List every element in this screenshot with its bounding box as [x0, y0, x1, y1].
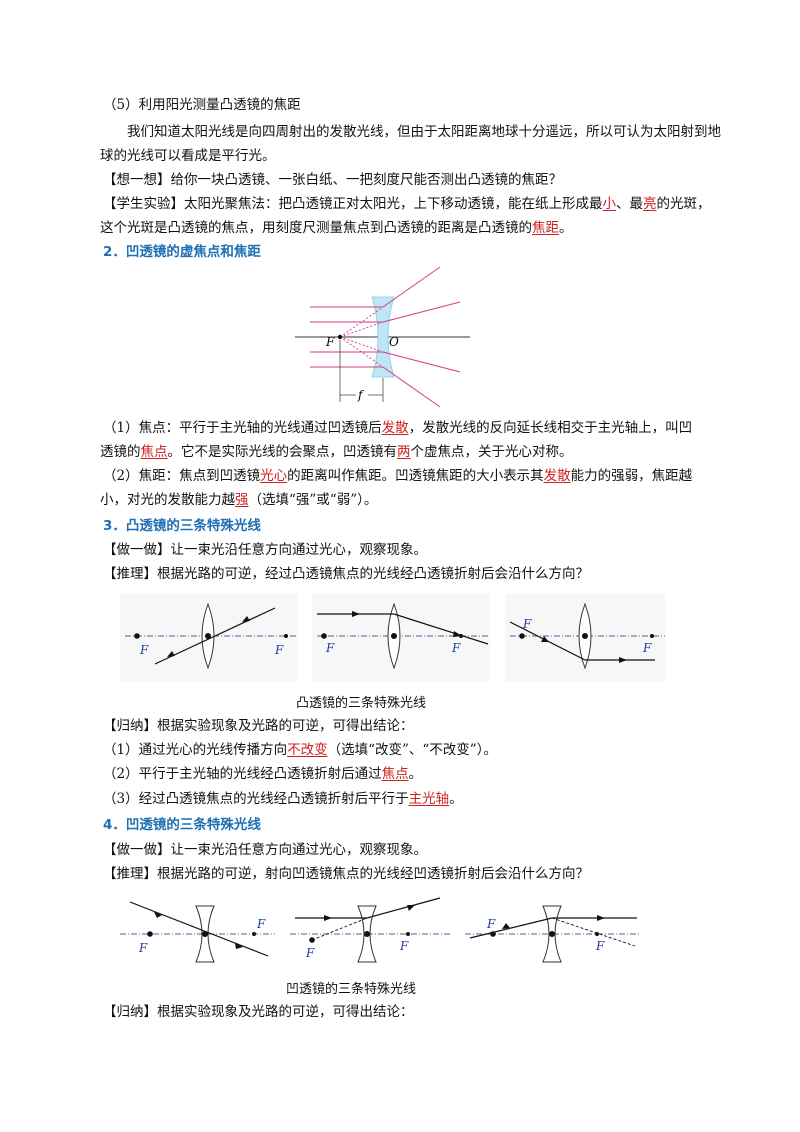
- answer-two: 两: [397, 444, 411, 460]
- fig2-label-F-3: F: [325, 641, 335, 655]
- concave-do-it: 【做一做】让一束光沿任意方向通过光心，观察现象。: [103, 842, 427, 858]
- heading-4: 4．凹透镜的三条特殊光线: [103, 817, 261, 833]
- heading-3: 3．凸透镜的三条特殊光线: [103, 518, 261, 534]
- student-experiment-cont: 这个光斑是凸透镜的焦点，用刻度尺测量焦点到凸透镜的距离是凸透镜的焦距。: [100, 220, 573, 236]
- fig2-label-F-5: F: [522, 617, 532, 631]
- concave-summary: 【归纳】根据实验现象及光路的可逆，可得出结论：: [103, 1004, 414, 1020]
- fig2-label-F-1: F: [139, 643, 149, 657]
- convex-figure-caption: 凸透镜的三条特殊光线: [296, 696, 427, 711]
- fig1-label-O: O: [389, 335, 399, 349]
- fig1-label-f: f: [357, 388, 365, 402]
- fig1-label-F: F: [325, 335, 335, 349]
- concave-lens-focus-diagram: F O f: [295, 266, 470, 408]
- paragraph-sunlight: 我们知道太阳光线是向四周射出的发散光线，但由于太阳距离地球十分遥远，所以可认为太…: [127, 124, 721, 140]
- fig3-label-F-3: F: [305, 946, 315, 960]
- answer-strong: 强: [235, 492, 249, 508]
- answer-focal-length: 焦距: [532, 220, 559, 236]
- heading-2: 2．凹透镜的虚焦点和焦距: [103, 244, 261, 260]
- answer-small: 小: [602, 196, 617, 212]
- concave-figure-caption: 凹透镜的三条特殊光线: [286, 982, 417, 997]
- convex-panel-1: F F: [120, 594, 298, 682]
- fig3-label-F-6: F: [595, 939, 605, 953]
- concave-focus-paragraph: （1）焦点：平行于主光轴的光线通过凹透镜后发散，发散光线的反向延长线相交于主光轴…: [103, 420, 693, 436]
- convex-lens-rays-diagram: F F F F F F: [120, 594, 665, 682]
- concave-panel-2: F F: [290, 897, 450, 963]
- concave-reasoning: 【推理】根据光路的可逆，射向凹透镜焦点的光线经凹透镜折射后会沿什么方向？: [103, 866, 589, 882]
- fig3-label-F-5: F: [486, 917, 496, 931]
- answer-principal-axis: 主光轴: [408, 791, 450, 807]
- convex-do-it: 【做一做】让一束光沿任意方向通过光心，观察现象。: [103, 542, 427, 558]
- convex-panel-3: F F: [505, 594, 665, 682]
- answer-bright: 亮: [643, 196, 657, 212]
- concave-panel-3: F F: [465, 905, 640, 963]
- fig2-label-F-6: F: [642, 641, 652, 655]
- answer-optical-center: 光心: [260, 468, 288, 484]
- fig3-label-F-4: F: [399, 939, 409, 953]
- paragraph-sunlight-cont: 球的光线可以看成是平行光。: [100, 148, 276, 164]
- answer-diverge-2: 发散: [543, 468, 571, 484]
- answer-focus: 焦点: [140, 444, 168, 460]
- convex-summary: 【归纳】根据实验现象及光路的可逆，可得出结论：: [103, 718, 414, 734]
- answer-focus-2: 焦点: [381, 766, 409, 782]
- convex-conclusion-3: （3）经过凸透镜焦点的光线经凸透镜折射后平行于主光轴。: [103, 791, 463, 807]
- concave-lens-rays-diagram: F F F F F F: [120, 897, 640, 963]
- think-question: 【想一想】给你一块凸透镜、一张白纸、一把刻度尺能否测出凸透镜的焦距？: [103, 172, 562, 188]
- fig3-label-F-1: F: [138, 941, 148, 955]
- convex-conclusion-1: （1）通过光心的光线传播方向不改变（选填“改变”、“不改变”）。: [103, 742, 497, 758]
- answer-diverge: 发散: [381, 420, 409, 436]
- answer-unchanged: 不改变: [287, 742, 328, 758]
- fig3-label-F-2: F: [256, 917, 266, 931]
- convex-reasoning: 【推理】根据光路的可逆，经过凸透镜焦点的光线经凸透镜折射后会沿什么方向？: [103, 566, 589, 582]
- fig2-label-F-2: F: [274, 643, 284, 657]
- concave-focal-length-paragraph-cont: 小，对光的发散能力越强（选填“强”或“弱”）。: [100, 492, 378, 508]
- convex-conclusion-2: （2）平行于主光轴的光线经凸透镜折射后通过焦点。: [103, 766, 423, 782]
- section-5-title: （5）利用阳光测量凸透镜的焦距: [103, 97, 301, 113]
- fig2-label-F-4: F: [451, 641, 461, 655]
- concave-focal-length-paragraph: （2）焦距：焦点到凹透镜光心的距离叫作焦距。凹透镜焦距的大小表示其发散能力的强弱…: [103, 468, 693, 484]
- concave-focus-paragraph-cont: 透镜的焦点。它不是实际光线的会聚点，凹透镜有两个虚焦点，关于光心对称。: [100, 444, 573, 460]
- concave-panel-1: F F: [120, 901, 275, 963]
- student-experiment: 【学生实验】太阳光聚焦法：把凸透镜正对太阳光，上下移动透镜，能在纸上形成最小、最…: [103, 196, 711, 212]
- convex-panel-2: F F: [312, 594, 490, 682]
